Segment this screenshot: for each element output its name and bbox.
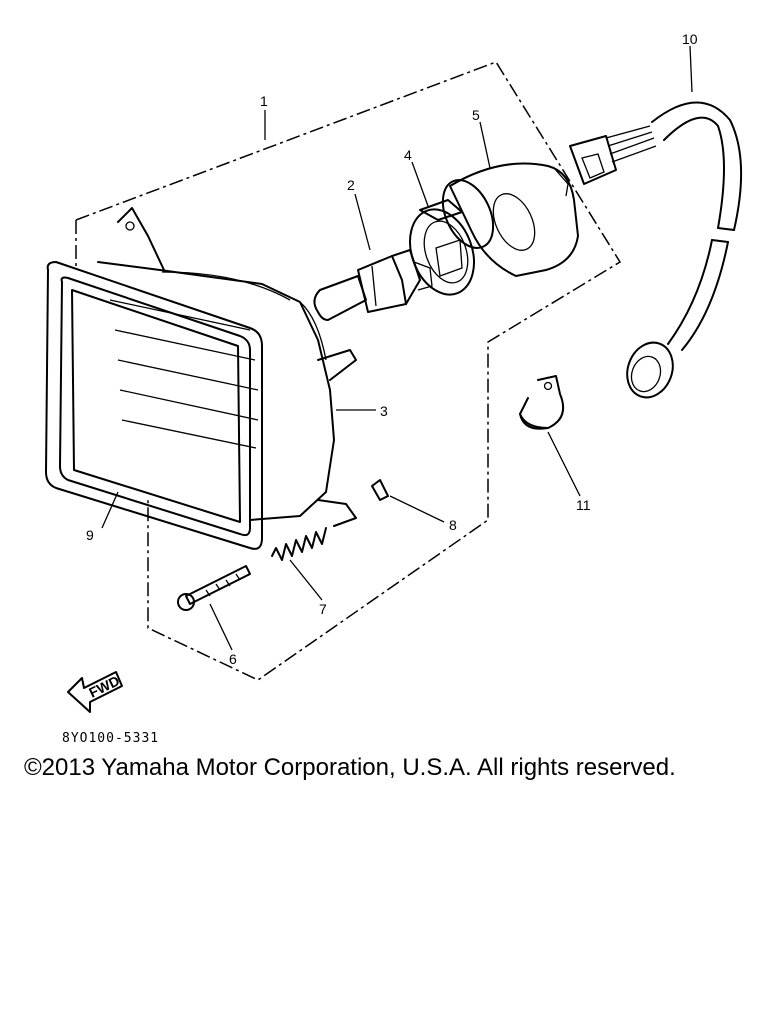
- assembly-group-outline: [75, 61, 622, 681]
- callout-7: 7: [319, 601, 327, 617]
- adjusting-spring: [271, 527, 327, 561]
- callout-9: 9: [86, 527, 94, 543]
- adjusting-screw: [177, 565, 251, 611]
- callout-5: 5: [472, 107, 480, 123]
- callout-4: 4: [404, 147, 412, 163]
- copyright-notice: ©2013 Yamaha Motor Corporation, U.S.A. A…: [24, 754, 676, 781]
- callout-6: 6: [229, 651, 237, 667]
- adjusting-nut: [371, 479, 389, 501]
- wire-clamp: [519, 375, 564, 430]
- callout-8: 8: [449, 517, 457, 533]
- callout-2: 2: [347, 177, 355, 193]
- wire-harness: [569, 101, 743, 399]
- bulb-cover: [441, 162, 579, 277]
- leader-lines: [101, 45, 693, 651]
- svg-text:FWD: FWD: [86, 672, 122, 700]
- callout-3: 3: [380, 403, 388, 419]
- callout-11: 11: [576, 497, 591, 513]
- drawing-code: 8YO100-5331: [62, 731, 160, 746]
- headlight-exploded-diagram: 1 2 3 4 5 6 7 8 9 10 11 FWD: [45, 31, 743, 713]
- headlight-rim: [45, 261, 263, 550]
- callout-10: 10: [682, 31, 698, 47]
- bulb-socket: [409, 199, 475, 296]
- fwd-arrow-icon: FWD: [67, 671, 123, 713]
- headlight-housing: [97, 207, 357, 527]
- callout-1: 1: [260, 93, 268, 109]
- headlight-bulb: [313, 249, 433, 321]
